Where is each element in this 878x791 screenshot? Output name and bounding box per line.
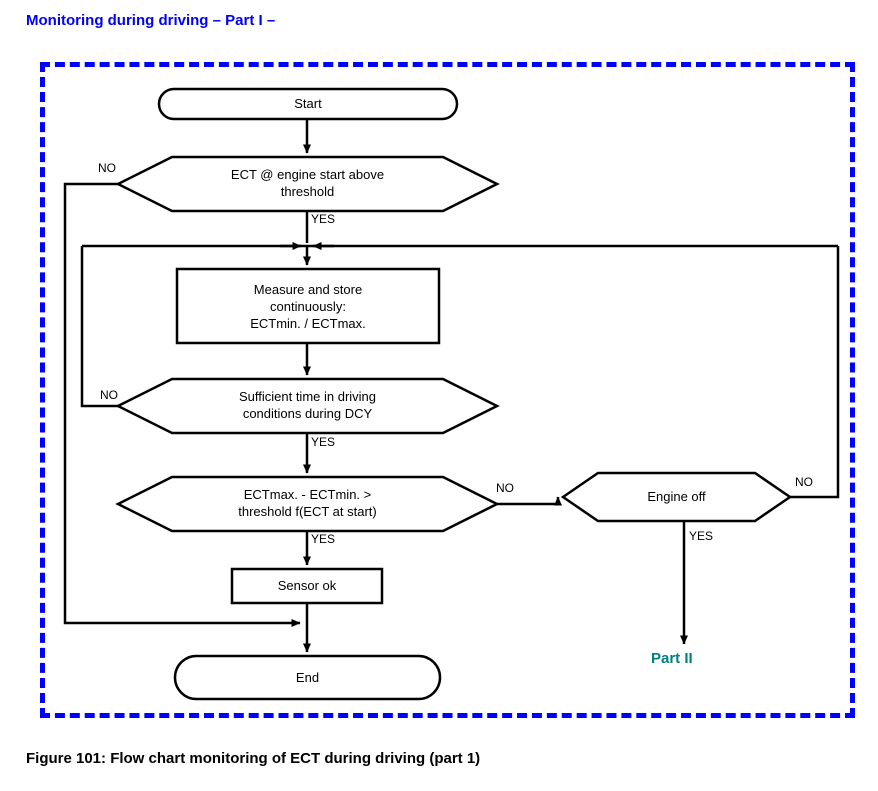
edge-label-dcy-yes: YES (311, 435, 336, 449)
edge-label-engine-off-no: NO (795, 475, 813, 489)
edge-label-engine-off-yes: YES (689, 529, 714, 543)
edge-label-ect-yes: YES (311, 212, 336, 226)
edge-label-ect-no: NO (98, 161, 116, 175)
edge-dcy-no-loop (80, 246, 118, 408)
figure-caption: Figure 101: Flow chart monitoring of ECT… (26, 750, 481, 767)
edge-engine-off-no-loop (790, 246, 840, 499)
node-part2-label: Part II (651, 650, 693, 667)
node-ect-above-threshold-shape (115, 155, 500, 213)
node-end-shape (173, 654, 442, 701)
node-delta-threshold-shape (115, 475, 500, 533)
edge-ect-no-loop (63, 182, 301, 627)
node-measure-store-shape (175, 267, 441, 345)
node-start-shape (157, 87, 459, 121)
edge-label-delta-no: NO (496, 481, 514, 495)
node-sufficient-time-shape (115, 377, 500, 435)
edge-delta-no-to-engine-off (497, 496, 562, 506)
diagram-frame (40, 62, 855, 718)
edge-label-delta-yes: YES (311, 532, 336, 546)
edge-label-dcy-no: NO (100, 388, 118, 402)
node-sensor-ok-shape (230, 567, 384, 605)
node-engine-off-shape (560, 471, 793, 523)
page-title: Monitoring during driving – Part I – (26, 12, 276, 29)
